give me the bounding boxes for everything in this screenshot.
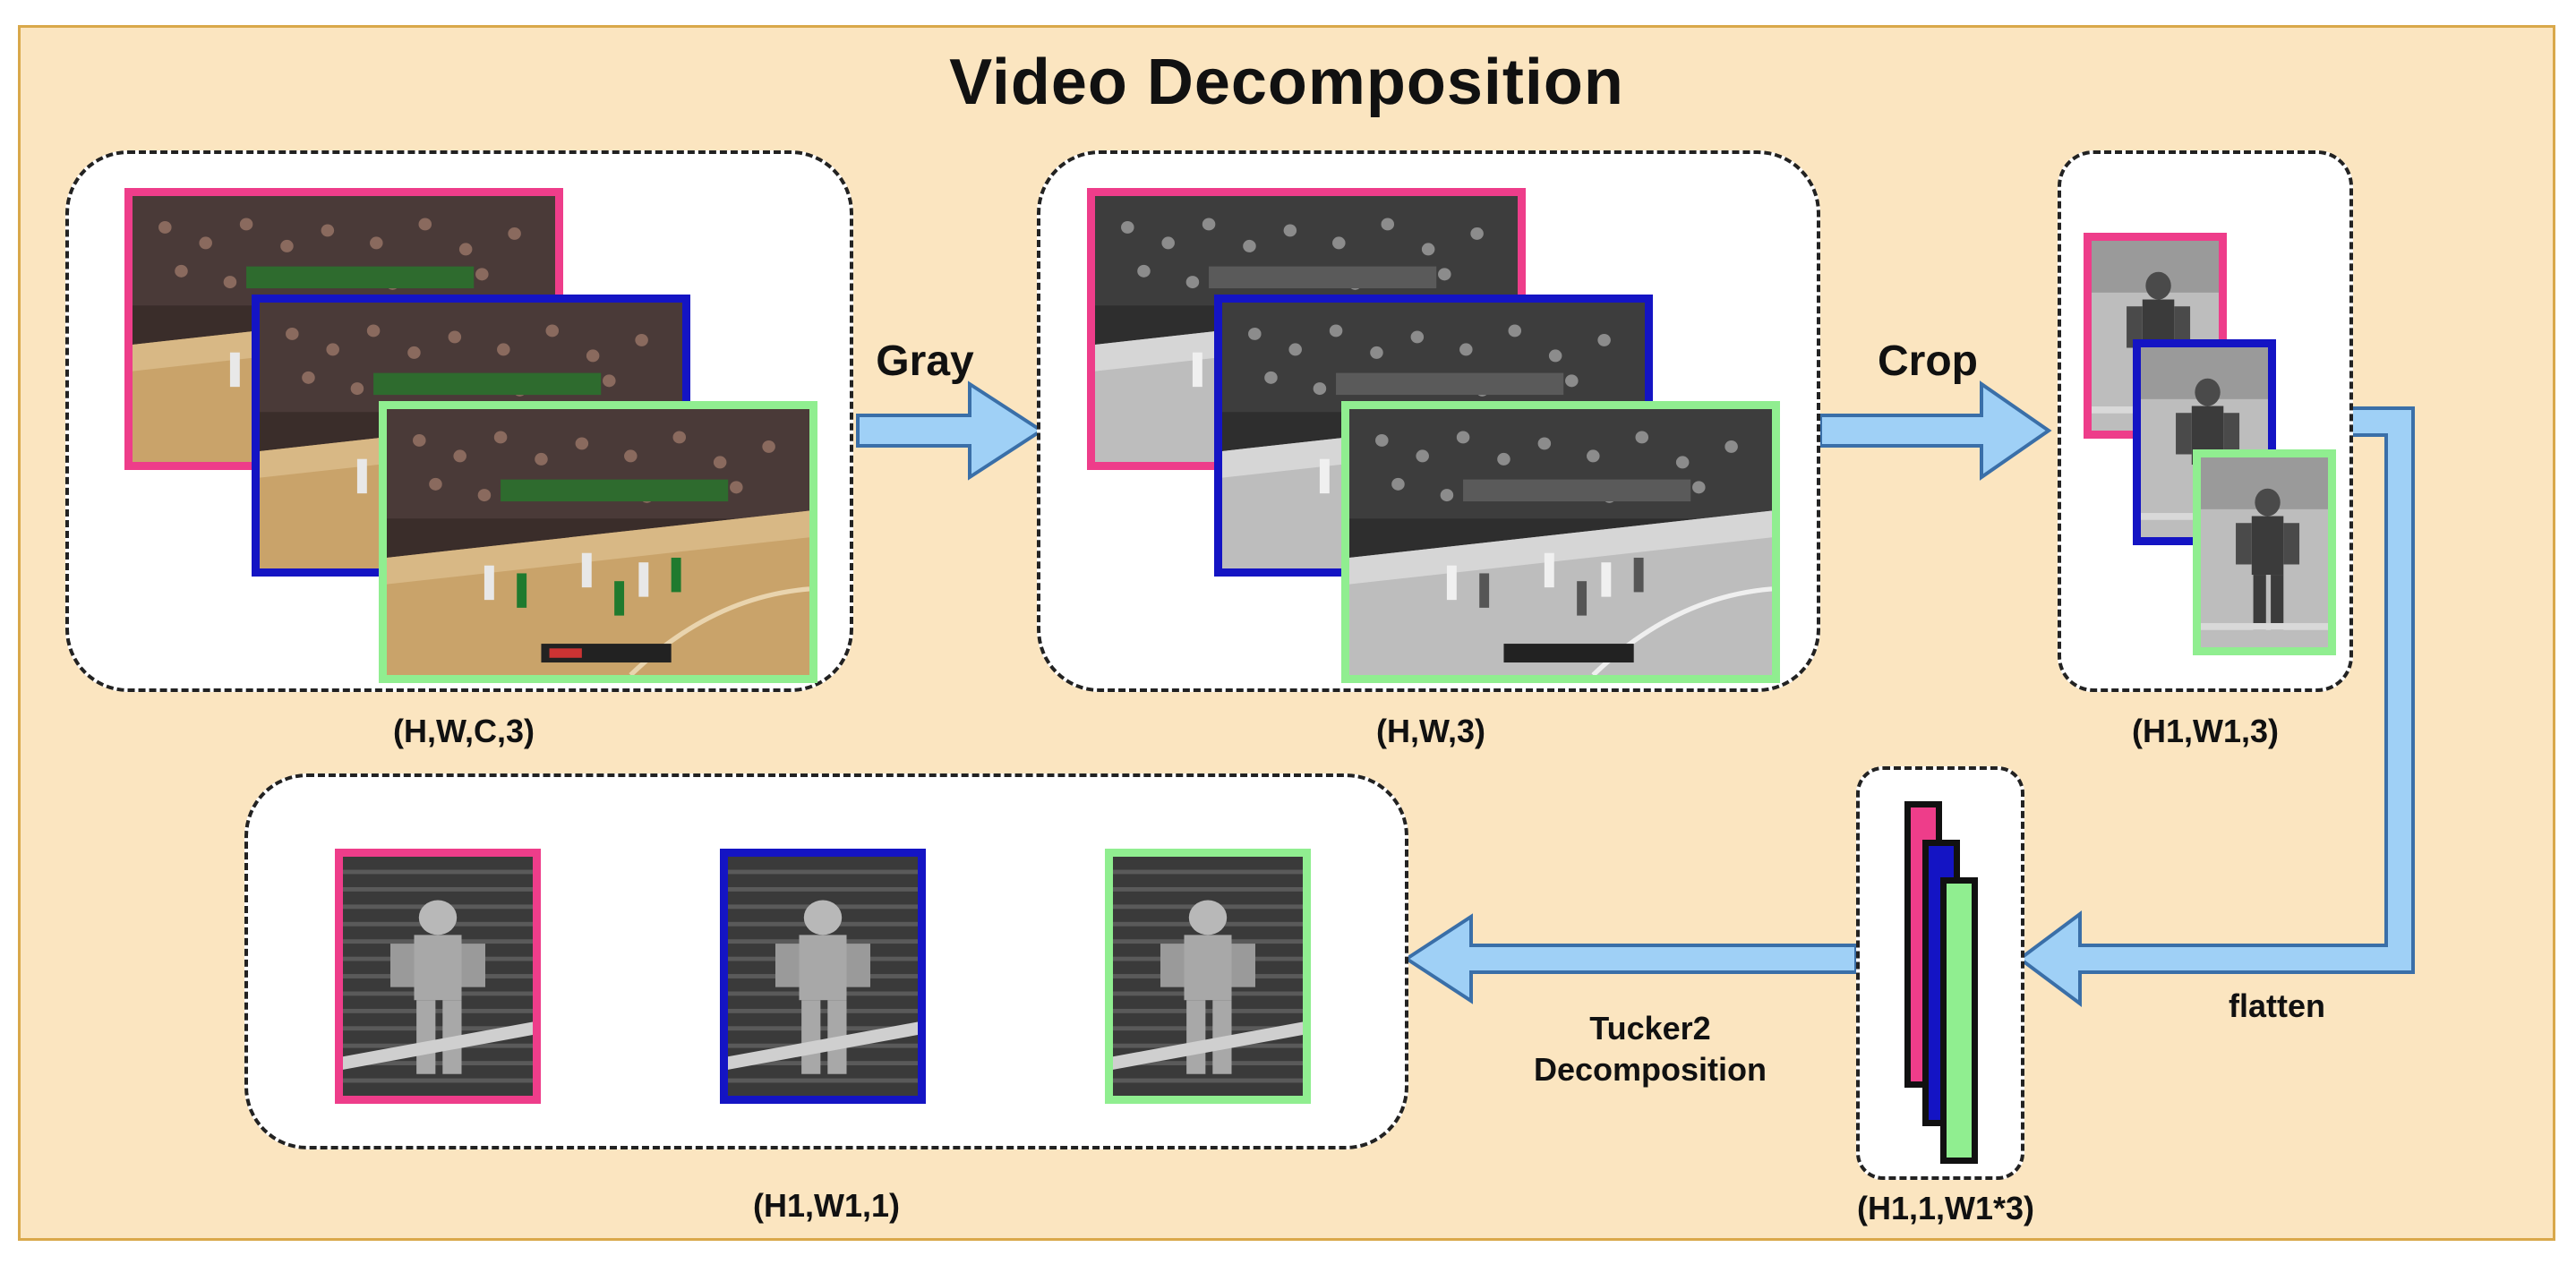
crop-arrow-label: Crop bbox=[1878, 337, 1978, 385]
result-frame-1 bbox=[335, 849, 541, 1104]
crop-dims-label: (H1,W1,3) bbox=[2131, 713, 2280, 749]
flatten-arrow bbox=[2016, 406, 2415, 1007]
flatten-arrow-label: flatten bbox=[2229, 987, 2325, 1024]
crop-frame-3 bbox=[2193, 449, 2336, 655]
diagram-title: Video Decomposition bbox=[949, 47, 1624, 118]
result-dims-label: (H1,W1,1) bbox=[752, 1187, 901, 1224]
tucker-label-line1: Tucker2 bbox=[1589, 1010, 1711, 1047]
color-frame-3 bbox=[379, 401, 817, 683]
flow-arrows bbox=[856, 380, 2415, 1007]
result-frame-2 bbox=[720, 849, 926, 1104]
crop-arrow bbox=[1819, 380, 2052, 481]
gray-frames-box bbox=[1037, 150, 1820, 692]
tucker-label-line2: Decomposition bbox=[1533, 1051, 1767, 1088]
result-frames-box bbox=[244, 773, 1408, 1149]
flattened-bar-3 bbox=[1940, 877, 1978, 1164]
gray-arrow bbox=[856, 380, 1045, 481]
crop-frames-box bbox=[2058, 150, 2353, 692]
flattened-box bbox=[1856, 766, 2024, 1180]
gray-frame-3 bbox=[1341, 401, 1780, 683]
color-dims-label: (H,W,C,3) bbox=[393, 713, 535, 749]
flat-dims-label: (H1,1,W1*3) bbox=[1856, 1190, 2035, 1226]
gray-dims-label: (H,W,3) bbox=[1376, 713, 1485, 749]
color-frames-box bbox=[65, 150, 853, 692]
diagram-canvas: Video Decomposition (H,W,C,3) Gray (H,W,… bbox=[18, 25, 2555, 1241]
gray-arrow-label: Gray bbox=[876, 337, 974, 385]
result-frame-3 bbox=[1105, 849, 1311, 1104]
tucker-arrow bbox=[1403, 913, 1858, 1004]
